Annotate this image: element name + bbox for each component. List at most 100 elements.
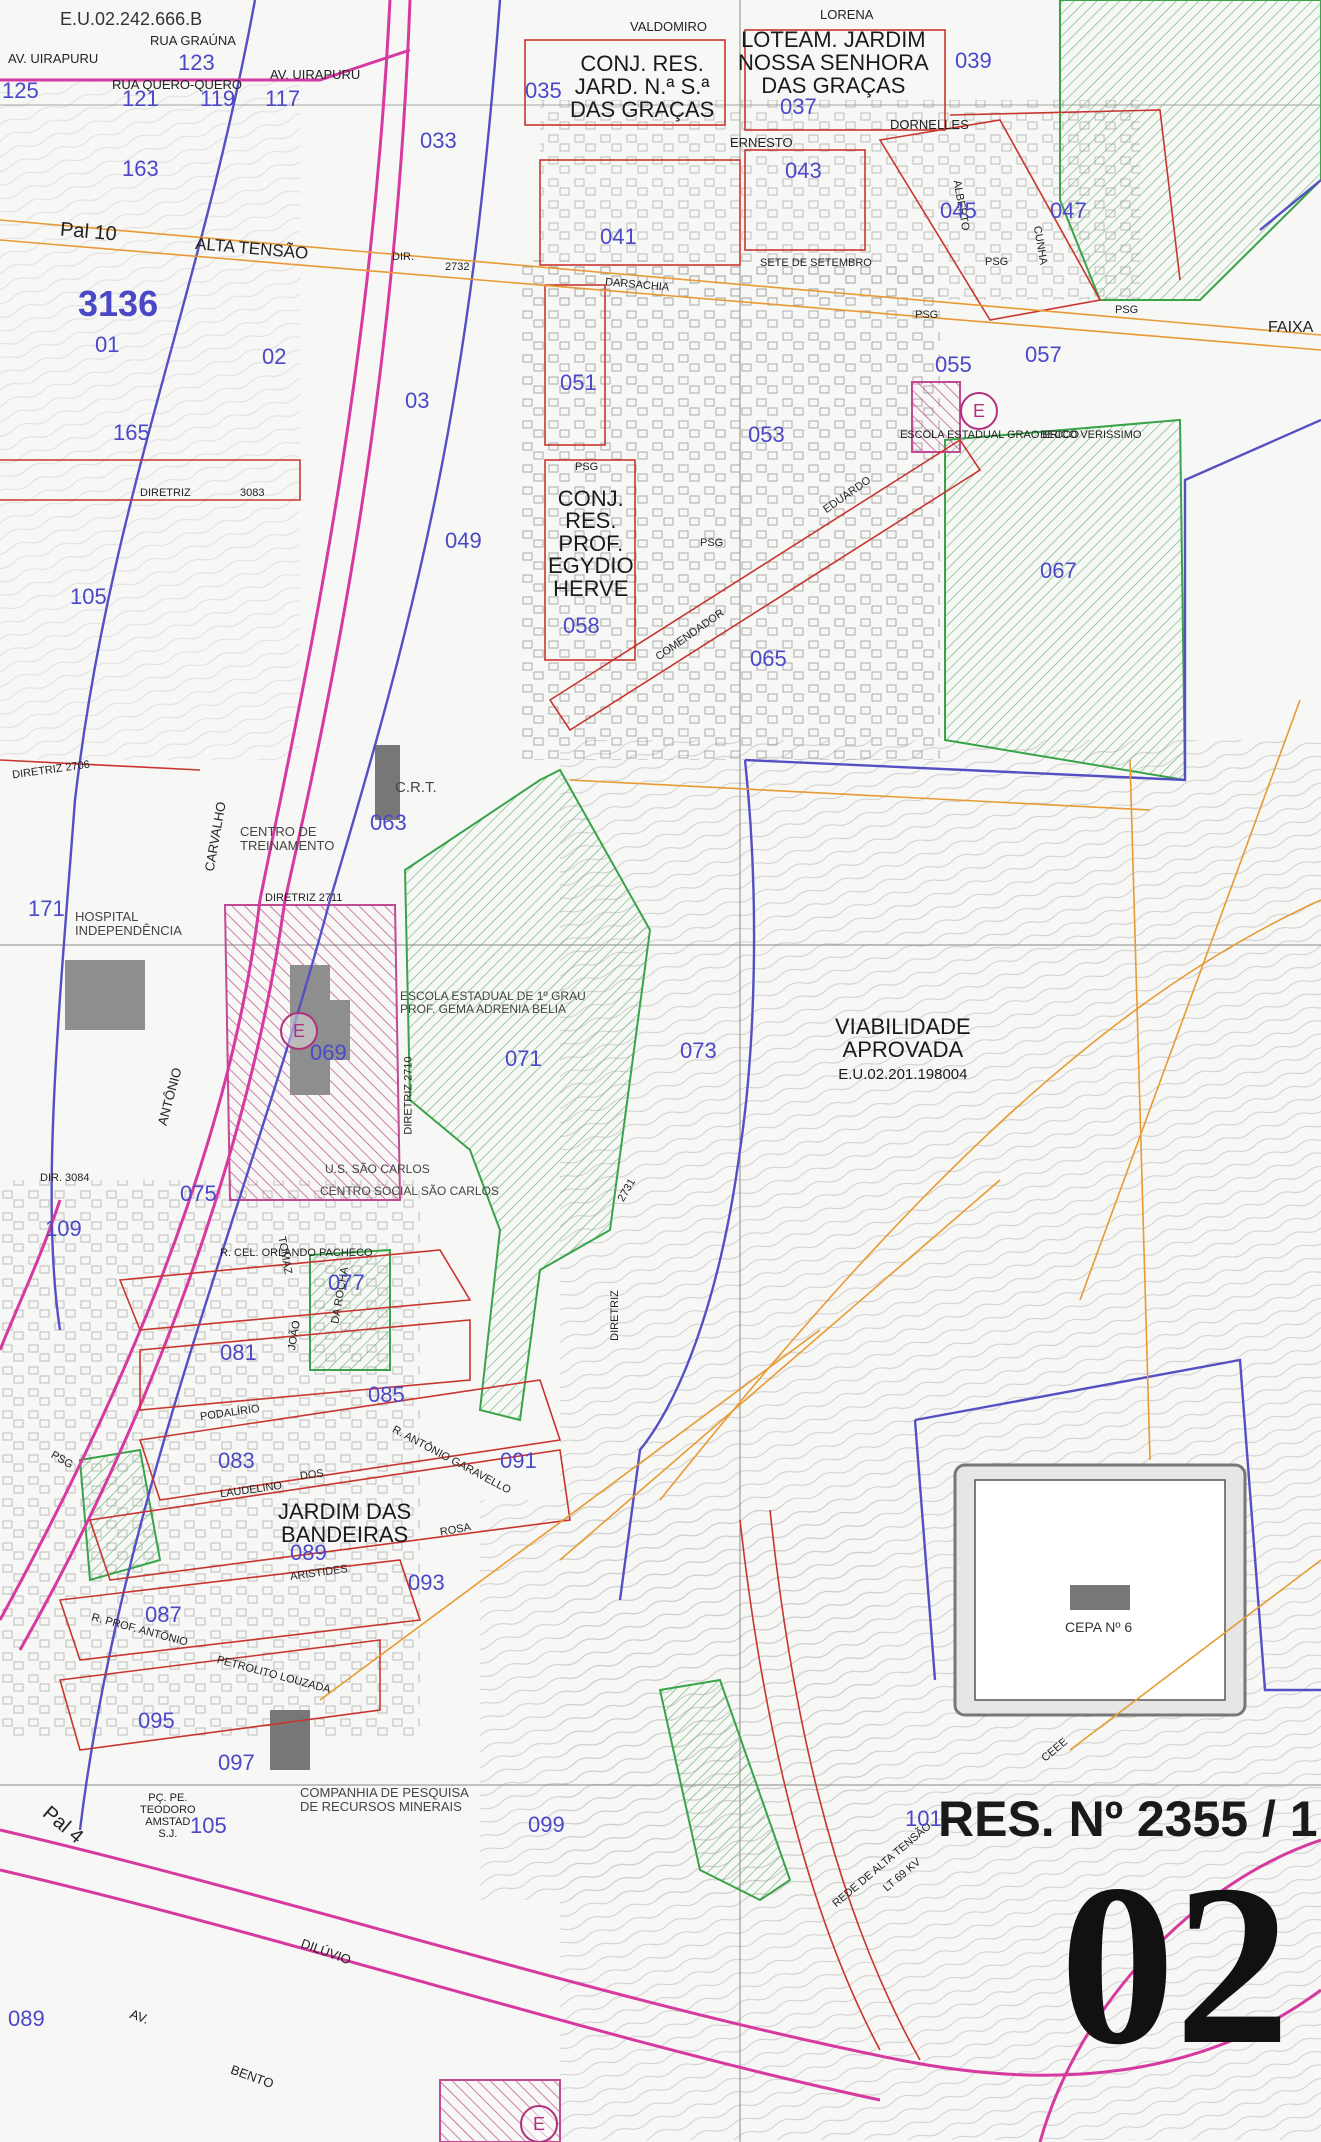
school-marker-e-2[interactable]: E	[280, 1012, 318, 1050]
facility-line: DE RECURSOS MINERAIS	[300, 1799, 462, 1815]
label-diretriz-2711: DIRETRIZ 2711	[265, 892, 343, 904]
district-conj-egydio-herve: CONJ. RES. PROF. EGYDIO HERVE	[548, 487, 634, 601]
zone-035[interactable]: 035	[525, 78, 562, 103]
zone-045[interactable]: 045	[940, 198, 977, 223]
zone-123[interactable]: 123	[178, 50, 215, 75]
zone-087[interactable]: 087	[145, 1602, 182, 1627]
zone-037[interactable]: 037	[780, 94, 817, 119]
zone-093[interactable]: 093	[408, 1570, 445, 1595]
zone-085[interactable]: 085	[368, 1382, 405, 1407]
street-lorena: LORENA	[820, 7, 874, 22]
district-line: JARD. N.ª S.ª	[574, 74, 710, 100]
label-psg-3: PSG	[575, 461, 599, 473]
zone-089[interactable]: 089	[290, 1540, 327, 1565]
zone-055[interactable]: 055	[935, 352, 972, 377]
zone-091[interactable]: 091	[500, 1448, 537, 1473]
facility-line: INDEPENDÊNCIA	[75, 923, 182, 939]
district-line: EGYDIO	[548, 553, 634, 579]
zone-163[interactable]: 163	[122, 156, 159, 181]
zone-02[interactable]: 02	[262, 344, 287, 369]
district-conj-res-jard: CONJ. RES. JARD. N.ª S.ª DAS GRAÇAS	[570, 52, 714, 121]
label-centro-social: CENTRO SOCIAL SÃO CARLOS	[320, 1184, 499, 1198]
zone-047[interactable]: 047	[1050, 198, 1087, 223]
district-line: HERVE	[553, 575, 629, 601]
zone-071[interactable]: 071	[505, 1046, 542, 1071]
school-marker-e-1[interactable]: E	[960, 392, 998, 430]
facility-line: COMPANHIA DE PESQUISA	[300, 1785, 469, 1800]
label-diretriz-2731: DIRETRIZ	[608, 1290, 621, 1341]
district-jardim-bandeiras: JARDIM DAS BANDEIRAS	[278, 1500, 411, 1546]
zone-095[interactable]: 095	[138, 1708, 175, 1733]
zone-105[interactable]: 105	[70, 584, 107, 609]
zone-099[interactable]: 099	[528, 1812, 565, 1837]
zone-077[interactable]: 077	[328, 1270, 365, 1295]
district-line: BANDEIRAS	[281, 1522, 409, 1548]
zone-109[interactable]: 109	[45, 1216, 82, 1241]
approval-reference: E.U.02.201.198004	[838, 1066, 968, 1084]
district-line: DAS GRAÇAS	[761, 73, 906, 99]
school-marker-e-3[interactable]: E	[520, 2105, 558, 2142]
zone-043[interactable]: 043	[785, 158, 822, 183]
street-dornelles: DORNELLES	[890, 117, 969, 132]
street-becco: BECCO	[1040, 429, 1080, 441]
zone-083[interactable]: 083	[218, 1448, 255, 1473]
zone-065[interactable]: 065	[750, 646, 787, 671]
zone-165[interactable]: 165	[113, 420, 150, 445]
facility-line: TEODORO	[140, 1804, 196, 1817]
street-sete-setembro: SETE DE SETEMBRO	[760, 257, 872, 269]
zone-125[interactable]: 125	[2, 78, 39, 103]
label-psg-6: PSG	[915, 309, 939, 321]
label-psg-4: PSG	[700, 537, 724, 549]
zone-057[interactable]: 057	[1025, 342, 1062, 367]
district-line: JARDIM DAS	[278, 1499, 412, 1524]
label-diretriz-3083: DIRETRIZ	[140, 487, 191, 499]
zone-105-south[interactable]: 105	[190, 1813, 227, 1838]
zone-067[interactable]: 067	[1040, 558, 1077, 583]
district-line: PROF.	[558, 530, 624, 556]
label-crt: C.R.T.	[395, 779, 437, 796]
street-valdomiro: VALDOMIRO	[630, 19, 708, 34]
zone-073[interactable]: 073	[680, 1038, 717, 1063]
zone-051[interactable]: 051	[560, 370, 597, 395]
zone-121[interactable]: 121	[122, 86, 159, 111]
zone-097[interactable]: 097	[218, 1750, 255, 1775]
zone-039[interactable]: 039	[955, 48, 992, 73]
zone-053[interactable]: 053	[748, 422, 785, 447]
zone-119[interactable]: 119	[200, 86, 236, 111]
zone-041[interactable]: 041	[600, 224, 637, 249]
approval-block: VIABILIDADE APROVADA E.U.02.201.198004	[835, 1015, 971, 1083]
street-ernesto: ERNESTO	[730, 135, 793, 150]
zone-03[interactable]: 03	[405, 388, 430, 413]
zone-081[interactable]: 081	[220, 1340, 257, 1365]
facility-line: PÇ. PE.	[148, 1792, 188, 1804]
zone-101[interactable]: 101	[905, 1806, 942, 1831]
facility-line: ESCOLA ESTADUAL DE 1º GRAU	[400, 989, 586, 1003]
facility-line: S.J.	[158, 1828, 178, 1841]
zone-058[interactable]: 058	[563, 613, 600, 638]
zone-033[interactable]: 033	[420, 128, 457, 153]
zone-063[interactable]: 063	[370, 810, 407, 835]
label-faixa: FAIXA	[1268, 319, 1314, 336]
label-hospital: HOSPITAL INDEPENDÊNCIA	[75, 909, 182, 939]
zone-171[interactable]: 171	[28, 896, 65, 921]
street-rua-quero-quero: RUA QUERO-QUERO	[112, 77, 243, 92]
facility-line: CENTRO DE	[240, 824, 317, 839]
label-praca: PÇ. PE. TEODORO AMSTAD S.J.	[140, 1792, 196, 1840]
zone-117[interactable]: 117	[265, 86, 301, 111]
facility-line: AMSTAD	[145, 1816, 191, 1829]
top-reference: E.U.02.242.666.B	[60, 9, 203, 29]
resolution-title: RES. Nº 2355 / 1	[938, 1791, 1318, 1847]
label-psg-1: PSG	[985, 256, 1009, 268]
label-diretriz-2710: DIRETRIZ 2710	[402, 1056, 415, 1135]
quarter-number-3136: 3136	[78, 283, 159, 324]
zone-089-south[interactable]: 089	[8, 2006, 45, 2031]
zone-049[interactable]: 049	[445, 528, 482, 553]
zone-01[interactable]: 01	[95, 332, 120, 357]
street-av-uirapuru-west: AV. UIRAPURU	[8, 51, 99, 66]
district-line: CONJ. RES.	[580, 51, 704, 76]
zone-069[interactable]: 069	[310, 1040, 347, 1065]
label-3083: 3083	[240, 487, 265, 499]
zone-075[interactable]: 075	[180, 1181, 217, 1206]
street-rua-grauna: RUA GRAÚNA	[150, 33, 236, 48]
